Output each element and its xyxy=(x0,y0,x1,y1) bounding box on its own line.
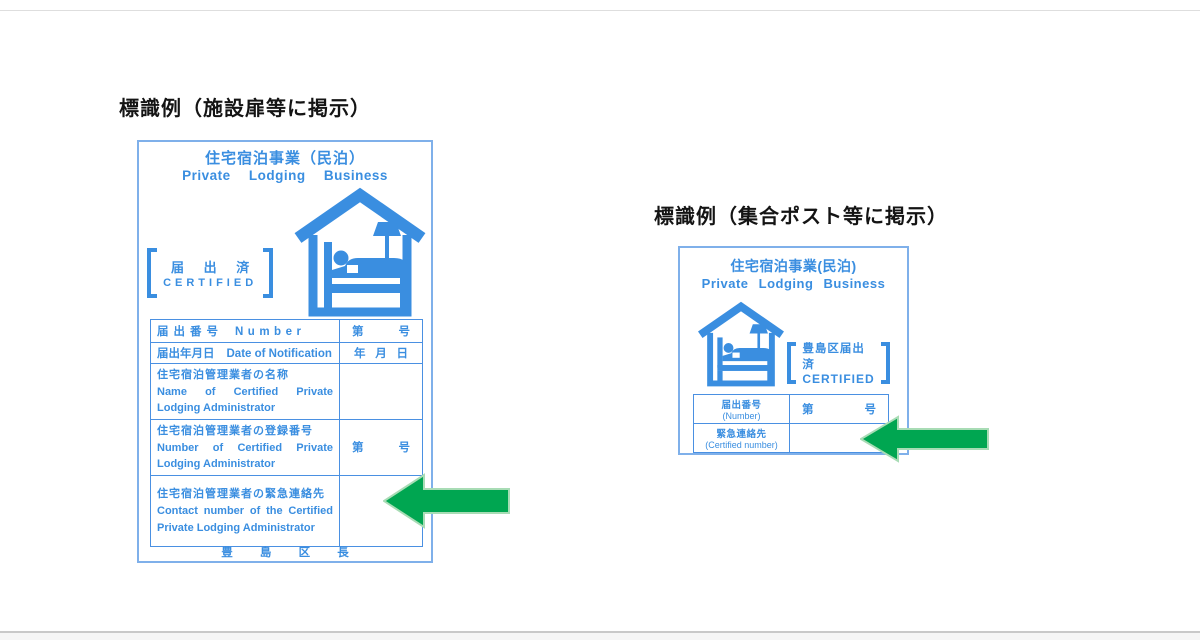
row-label-cell: 緊急連絡先 (Certified number) xyxy=(693,423,790,453)
empty-value-cell xyxy=(339,363,423,420)
right-arrow-icon xyxy=(860,415,989,463)
left-sign-caption: 標識例（施設扉等に掲示） xyxy=(119,98,371,120)
page-top-divider xyxy=(0,10,1200,11)
house-bed-lamp-icon xyxy=(294,187,426,317)
certified-badge-jp: 豊島区届出済 xyxy=(802,343,865,371)
certified-badge: 豊島区届出済 CERTIFIED xyxy=(787,342,890,386)
table-row: 届出番号 (Number) 第 号 xyxy=(693,394,889,424)
row-value-cell: 第 号 xyxy=(789,394,889,424)
ward-mayor-label: 豊 島 区 長 xyxy=(221,547,361,559)
right-bracket-icon xyxy=(880,342,890,384)
row-label-cell: 届出番号 Number xyxy=(150,319,340,343)
left-bracket-icon xyxy=(147,248,157,298)
left-card-header: 住宅宿泊事業（民泊） Private Lodging Business xyxy=(139,147,431,183)
table-row: 住宅宿泊管理業者の緊急連絡先 Contact number of the Cer… xyxy=(150,474,423,547)
notification-table: 届出番号 Number 第 号 届出年月日 Date of Notificati… xyxy=(150,319,423,547)
certified-badge: 届 出 済 CERTIFIED xyxy=(147,248,288,298)
table-row: 届出番号 Number 第 号 xyxy=(150,319,423,343)
left-card-title-jp: 住宅宿泊事業（民泊） xyxy=(204,150,365,167)
mailbox-sign-card: 住宅宿泊事業(民泊) Private Lodging Business 豊島区届… xyxy=(678,246,909,455)
page-bottom-divider xyxy=(0,631,1200,633)
certified-badge-jp: 届 出 済 xyxy=(171,260,258,275)
row-label-cell: 届出番号 (Number) xyxy=(693,394,790,424)
left-arrow-icon xyxy=(383,473,510,529)
right-bracket-icon xyxy=(263,248,274,298)
right-card-header: 住宅宿泊事業(民泊) Private Lodging Business xyxy=(680,256,907,291)
right-card-title-en: Private Lodging Business xyxy=(701,276,886,291)
table-row: 届出年月日 Date of Notification 年 月 日 xyxy=(150,342,423,364)
row-value-cell: 年 月 日 xyxy=(339,342,423,364)
row-value-cell: 第 号 xyxy=(339,319,423,343)
certified-badge-en: CERTIFIED xyxy=(802,372,875,386)
page-bottom-margin xyxy=(0,633,1200,640)
row-label-cell: 住宅宿泊管理業者の登録番号 Number of Certified Privat… xyxy=(150,419,340,476)
row-value-cell: 第 号 xyxy=(339,419,423,476)
door-sign-card: 住宅宿泊事業（民泊） Private Lodging Business 届 出 … xyxy=(137,140,433,563)
table-row: 住宅宿泊管理業者の登録番号 Number of Certified Privat… xyxy=(150,419,423,476)
left-card-title-en: Private Lodging Business xyxy=(182,168,388,183)
table-row: 住宅宿泊管理業者の名称 Name of Certified Private Lo… xyxy=(150,363,423,420)
row-label-cell: 届出年月日 Date of Notification xyxy=(150,342,340,364)
row-label-cell: 住宅宿泊管理業者の名称 Name of Certified Private Lo… xyxy=(150,363,340,420)
notification-table: 届出番号 (Number) 第 号 緊急連絡先 (Certified numbe… xyxy=(693,394,889,453)
right-card-title-jp: 住宅宿泊事業(民泊) xyxy=(730,258,857,274)
row-label-cell: 住宅宿泊管理業者の緊急連絡先 Contact number of the Cer… xyxy=(150,474,340,547)
right-sign-caption: 標識例（集合ポスト等に掲示） xyxy=(654,206,948,228)
certified-badge-en: CERTIFIED xyxy=(163,277,258,289)
house-bed-lamp-icon xyxy=(698,301,784,387)
left-bracket-icon xyxy=(787,342,797,384)
